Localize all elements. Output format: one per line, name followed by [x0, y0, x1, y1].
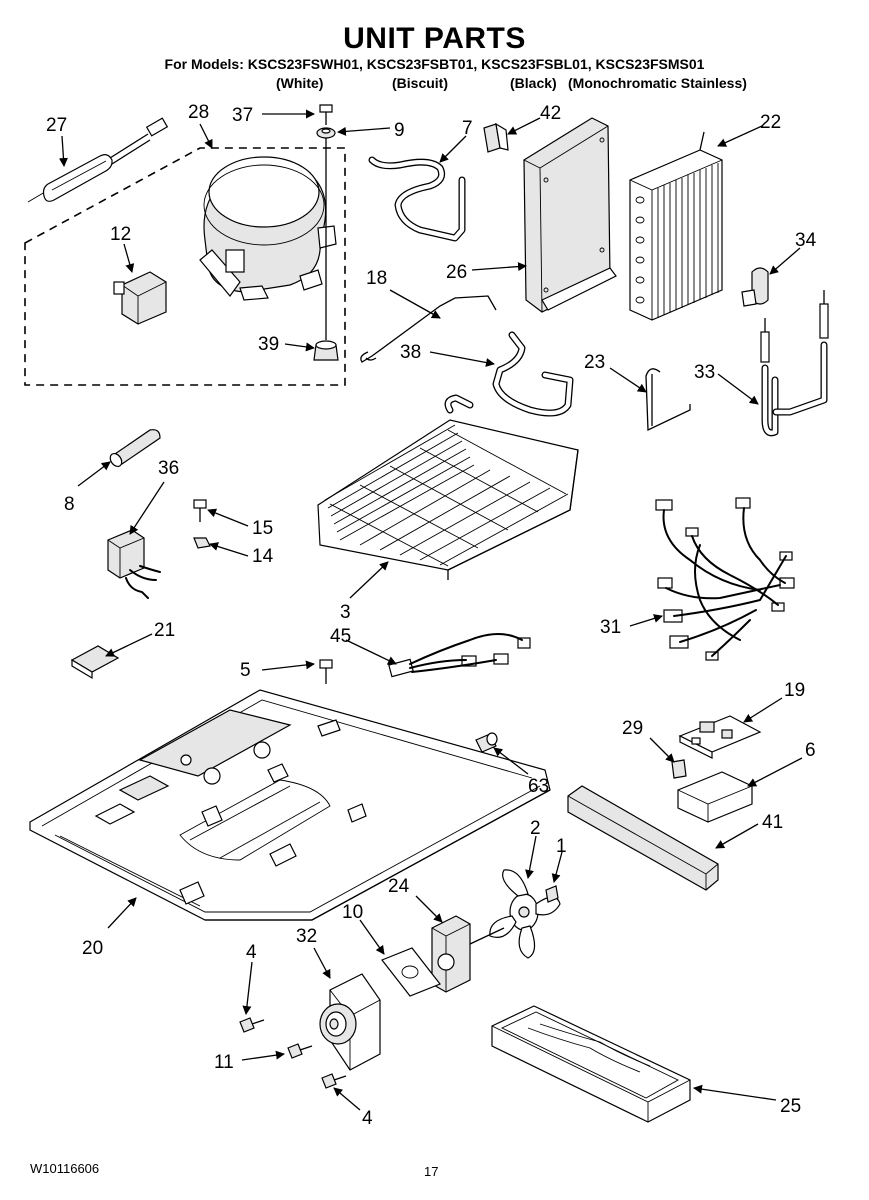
callout-25: 25	[780, 1096, 801, 1117]
part-34-clip	[741, 267, 769, 307]
part-27-filter-drier	[27, 117, 169, 203]
callout-21: 21	[154, 620, 175, 641]
part-15-screw	[193, 499, 207, 522]
part-3-evaporator	[317, 394, 579, 580]
callout-12: 12	[110, 224, 131, 245]
leader-lines	[58, 109, 803, 1111]
callout-15: 15	[252, 518, 273, 539]
part-4-screw-lower	[321, 1073, 347, 1089]
callout-14: 14	[252, 546, 274, 567]
callout-11: 11	[214, 1052, 234, 1073]
callout-27: 27	[46, 115, 67, 136]
callout-19: 19	[784, 680, 805, 701]
callout-34: 34	[795, 230, 817, 251]
callout-42: 42	[540, 103, 561, 124]
callout-45: 45	[330, 626, 351, 647]
callout-36: 36	[158, 458, 179, 479]
part-4-screw-upper	[239, 1017, 265, 1033]
callout-18: 18	[366, 268, 387, 289]
callout-2: 2	[530, 818, 541, 839]
callout-4-upper: 4	[246, 942, 257, 963]
part-2-fan-blade	[489, 869, 561, 959]
part-22-condenser	[629, 131, 723, 321]
variant-white: (White)	[276, 75, 324, 91]
callout-6: 6	[805, 740, 816, 761]
callout-22: 22	[760, 112, 781, 133]
variant-black: (Black)	[510, 75, 557, 91]
page-number: 17	[424, 1164, 439, 1179]
part-19-control-board	[678, 715, 762, 759]
callout-41: 41	[762, 812, 783, 833]
part-38-drain-tube	[492, 331, 574, 417]
callout-4-lower: 4	[362, 1108, 373, 1129]
part-5-screw	[319, 659, 333, 684]
variant-stainless: (Monochromatic Stainless)	[568, 75, 747, 91]
part-1-clip	[545, 885, 559, 903]
callout-10: 10	[342, 902, 363, 923]
part-41-strip	[567, 785, 719, 891]
callout-23: 23	[584, 352, 605, 373]
callout-9: 9	[394, 120, 405, 141]
part-18-bracket	[360, 295, 497, 363]
part-14-nut	[193, 537, 211, 549]
part-32-motor-bracket	[319, 973, 381, 1071]
part-20-base-plate	[29, 689, 551, 921]
callout-20: 20	[82, 938, 103, 959]
part-25-drain-pan	[491, 1005, 691, 1123]
part-21-label	[70, 645, 120, 680]
callout-63: 63	[528, 776, 549, 797]
part-12-relay	[113, 271, 167, 325]
callout-28: 28	[188, 102, 209, 123]
callout-7: 7	[462, 118, 473, 139]
part-10-gasket	[381, 947, 441, 997]
page-title: UNIT PARTS	[343, 22, 526, 55]
part-11-screw	[287, 1043, 313, 1059]
part-7-tube	[368, 156, 466, 242]
callout-3: 3	[340, 602, 351, 623]
part-29-connector	[671, 759, 687, 779]
part-23-hook	[645, 368, 691, 432]
part-37-9-39-mounting	[313, 104, 339, 361]
callout-24: 24	[388, 876, 410, 897]
callout-37: 37	[232, 105, 253, 126]
callout-39: 39	[258, 334, 279, 355]
part-6-control-box	[677, 771, 753, 823]
part-42-clip	[483, 122, 509, 153]
callout-5: 5	[240, 660, 251, 681]
callout-32: 32	[296, 926, 317, 947]
variant-biscuit: (Biscuit)	[392, 75, 448, 91]
callout-29: 29	[622, 718, 643, 739]
callout-26: 26	[446, 262, 467, 283]
callout-labels: 27 28 37 9 7 42 22 12 34 26 18 39 38 23 …	[46, 102, 817, 1129]
part-63-plug	[475, 732, 498, 753]
callout-1: 1	[556, 836, 567, 857]
document-code: W10116606	[30, 1161, 100, 1176]
part-33-tubing	[760, 290, 829, 437]
callout-31: 31	[600, 617, 621, 638]
callout-8: 8	[64, 494, 75, 515]
part-36-transformer	[107, 529, 161, 599]
part-26-shroud	[523, 117, 617, 313]
models-line: For Models: KSCS23FSWH01, KSCS23FSBT01, …	[164, 56, 705, 72]
part-28-compressor	[24, 147, 346, 386]
part-31-wiring-harness	[655, 497, 795, 661]
part-8-insulation	[109, 429, 161, 468]
callout-33: 33	[694, 362, 715, 383]
callout-38: 38	[400, 342, 421, 363]
part-45-harness	[388, 633, 531, 678]
